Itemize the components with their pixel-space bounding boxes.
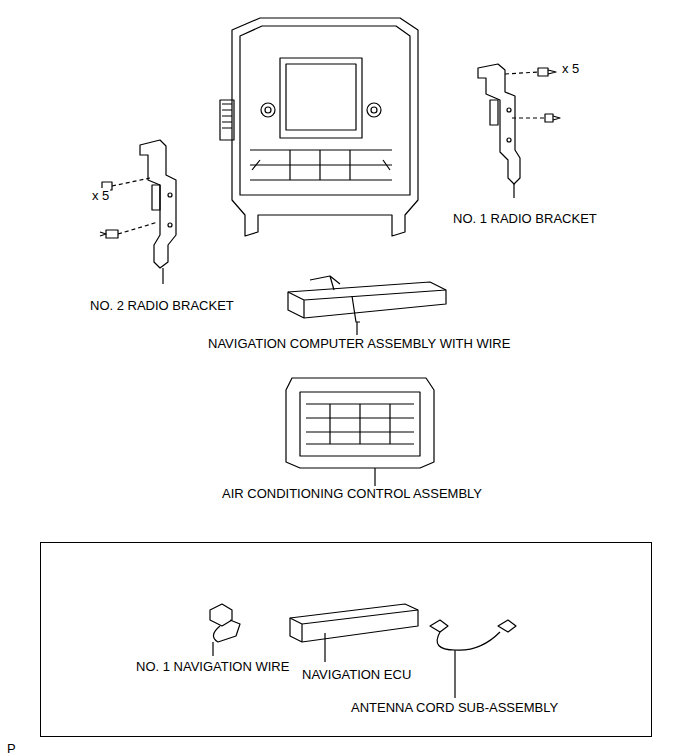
part-label: ANTENNA CORD SUB-ASSEMBLY xyxy=(350,700,559,715)
line-art xyxy=(306,404,414,444)
line-art xyxy=(106,230,118,238)
part-label: AIR CONDITIONING CONTROL ASSEMBLY xyxy=(221,486,483,501)
line-art xyxy=(162,268,163,284)
radio-head-unit xyxy=(220,18,418,236)
line-art xyxy=(352,296,360,322)
part-label: P xyxy=(6,741,17,756)
part-label: NO. 2 RADIO BRACKET xyxy=(89,298,235,313)
line-art xyxy=(437,632,500,650)
line-art xyxy=(222,104,232,128)
line-art xyxy=(290,604,418,642)
line-art xyxy=(112,178,150,186)
part-label: NAVIGATION COMPUTER ASSEMBLY WITH WIRE xyxy=(207,336,511,351)
antenna-cord xyxy=(430,620,516,698)
line-art xyxy=(168,223,172,227)
part-label: NO. 1 NAVIGATION WIRE xyxy=(135,659,290,674)
line-art xyxy=(505,72,538,74)
line-art xyxy=(513,184,514,198)
line-art xyxy=(330,404,390,444)
navigation-ecu xyxy=(290,604,418,662)
line-art xyxy=(152,185,160,210)
radio-bracket xyxy=(100,140,176,284)
line-art xyxy=(240,26,410,195)
line-art xyxy=(490,100,498,125)
line-art xyxy=(210,604,232,626)
line-art xyxy=(553,116,560,120)
radio-bracket xyxy=(478,64,560,198)
line-art xyxy=(286,64,356,130)
line-art xyxy=(478,64,520,184)
line-art xyxy=(324,633,325,662)
line-art xyxy=(290,150,350,180)
line-art xyxy=(371,107,377,113)
navigation-computer xyxy=(288,276,446,335)
ac-control xyxy=(286,378,434,486)
navigation-wire xyxy=(210,604,240,656)
line-art xyxy=(265,107,271,113)
line-art xyxy=(545,114,553,122)
line-art xyxy=(367,103,381,117)
part-label: NO. 1 RADIO BRACKET xyxy=(452,211,598,226)
line-art xyxy=(286,378,434,468)
line-art xyxy=(548,70,556,74)
line-art xyxy=(498,620,516,632)
line-art xyxy=(290,610,418,642)
line-art xyxy=(288,282,446,318)
line-art xyxy=(512,117,545,118)
line-art xyxy=(538,68,548,76)
line-art xyxy=(454,650,455,698)
line-art xyxy=(168,193,172,197)
line-art xyxy=(232,18,418,236)
line-art xyxy=(250,150,392,180)
part-label: NAVIGATION ECU xyxy=(301,667,412,682)
line-art xyxy=(220,100,234,140)
line-art xyxy=(356,322,357,335)
inset-box: NO. 1 NAVIGATION WIRE NAVIGATION ECU ANTEN… xyxy=(40,542,652,737)
part-label: x 5 xyxy=(91,188,110,203)
line-art xyxy=(288,290,446,318)
line-art xyxy=(140,140,176,268)
line-art xyxy=(507,138,511,142)
part-label: x 5 xyxy=(561,61,580,76)
line-art xyxy=(374,468,375,486)
line-art xyxy=(310,276,340,290)
line-art xyxy=(213,620,240,642)
line-art xyxy=(430,620,448,632)
line-art xyxy=(252,160,390,170)
line-art xyxy=(507,108,511,112)
line-art xyxy=(100,232,106,236)
line-art xyxy=(118,222,158,234)
line-art xyxy=(212,642,213,656)
line-art xyxy=(300,392,420,456)
line-art xyxy=(280,58,362,138)
line-art xyxy=(261,103,275,117)
